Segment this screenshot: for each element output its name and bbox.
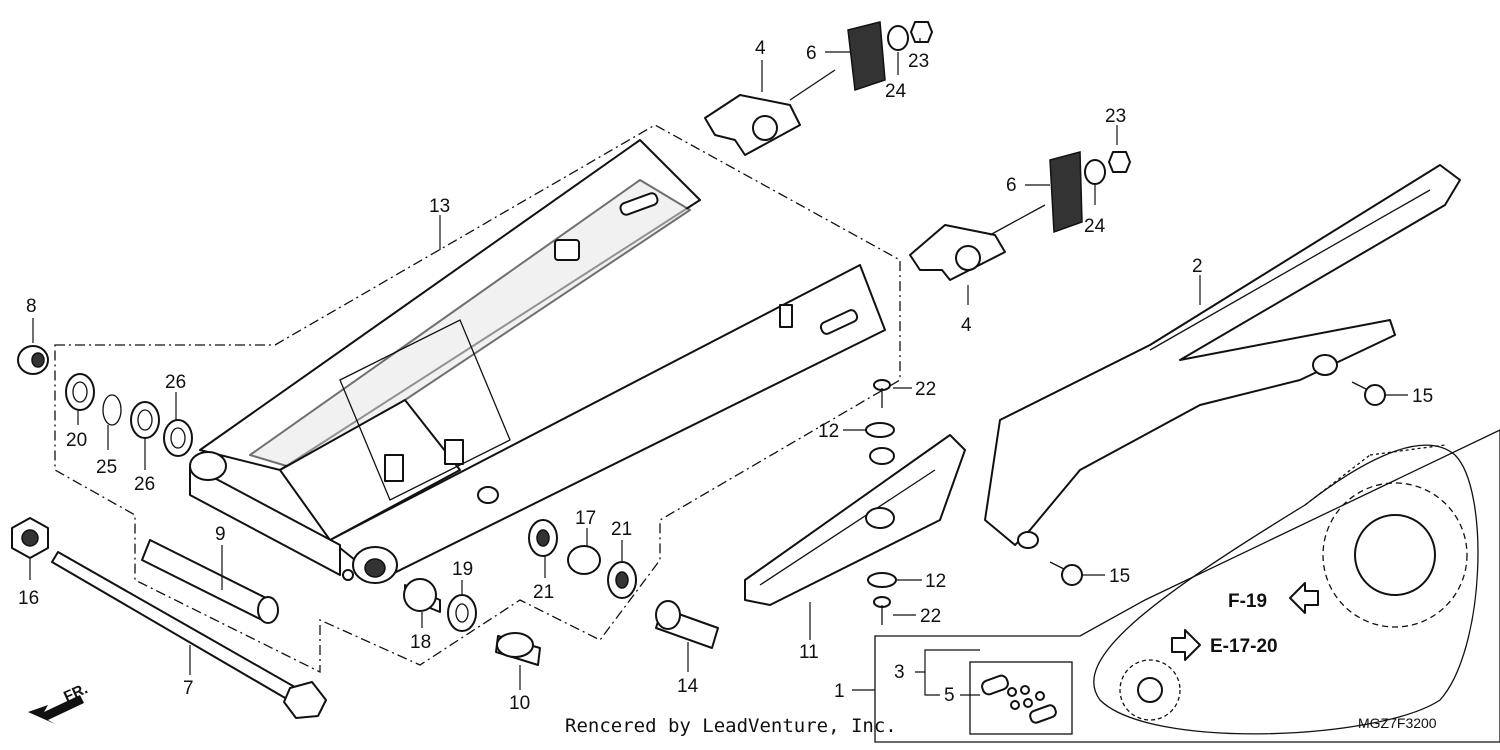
callout-26a: 26 [134,474,155,495]
circlip-25 [102,394,122,426]
callout-23b: 23 [1105,106,1126,127]
pivot-bolt-7 [51,551,327,719]
callout-15b: 15 [1109,566,1130,587]
needle-bearing-18 [403,578,441,613]
credit-text: Rencered by LeadVenture, Inc. [565,715,897,737]
callout-9: 9 [215,524,226,545]
front-direction-arrow-icon [28,695,84,724]
callout-3: 3 [894,662,905,683]
callout-18: 18 [410,632,431,653]
callout-1: 1 [834,681,845,702]
swingarm [189,139,886,584]
callout-6b: 6 [1006,175,1017,196]
callout-7: 7 [183,678,194,699]
callout-12b: 12 [925,571,946,592]
drive-sprocket [1119,659,1181,721]
ref-label-f19[interactable]: F-19 [1228,591,1267,612]
collar-10 [495,632,541,666]
callout-19: 19 [452,559,473,580]
adjuster-plate-lower [1049,151,1083,234]
callout-21a: 21 [533,582,554,603]
callout-12a: 12 [818,421,839,442]
pivot-collar-9 [141,539,279,624]
drive-chain [1093,444,1479,735]
nut-washer-upper [887,21,933,51]
callout-25: 25 [96,457,117,478]
bearing-26-b [163,419,193,457]
callout-24b: 24 [1084,216,1106,237]
master-link-kit [981,674,1057,724]
ref-label-e1720[interactable]: E-17-20 [1210,636,1278,657]
washer-12-upper [865,422,895,438]
chain-case [984,164,1461,549]
rear-sprocket [1322,482,1468,628]
collar-17 [567,545,601,575]
callout-13: 13 [429,196,450,217]
callout-5: 5 [944,685,955,706]
bearing-21-b [607,561,637,599]
callout-4b: 4 [961,315,972,336]
chain-slider [744,434,966,606]
callout-15a: 15 [1412,386,1433,407]
bolt-15-lower [1049,561,1083,586]
pivot-nut-16 [11,517,49,559]
chain-adjuster-lower [909,204,1046,281]
callout-14: 14 [677,676,699,697]
diagram-code: MGZ7F3200 [1358,715,1437,731]
callout-24a: 24 [885,81,907,102]
collar-14 [655,600,719,649]
drive-chain-kit-boundary [874,429,1500,743]
screw-22-lower [873,596,891,625]
callout-6a: 6 [806,43,817,64]
callout-11: 11 [799,642,819,663]
callout-16: 16 [18,588,39,609]
callout-17: 17 [575,508,596,529]
adjuster-plate-upper [847,21,886,92]
bolt-15-upper [1351,381,1386,406]
bearing-26-a [130,401,160,439]
master-link-inset-box [969,661,1073,735]
callout-23a: 23 [908,51,929,72]
nut-washer-lower [1084,151,1131,185]
dust-seal-19 [447,594,477,632]
swingarm-assembly-boundary [54,124,901,674]
chain-adjuster-upper [704,69,836,156]
callout-20: 20 [66,430,87,451]
washer-12-lower [867,572,897,588]
callout-4a: 4 [755,38,766,59]
callout-21b: 21 [611,519,632,540]
bearing-21-a [528,519,558,557]
front-direction-label: FR. [61,680,90,705]
pivot-collar-8 [17,345,49,375]
ref-arrow-e1720 [1171,629,1201,661]
callout-2: 2 [1192,256,1203,277]
callout-22b: 22 [920,606,941,627]
callout-22a: 22 [915,379,936,400]
leader-lines [29,38,1408,696]
bearing-20 [65,373,95,411]
callout-26b: 26 [165,372,186,393]
ref-arrow-f19 [1289,582,1319,614]
screw-22-upper [873,379,891,408]
callout-8: 8 [26,296,37,317]
callout-10: 10 [509,693,530,714]
